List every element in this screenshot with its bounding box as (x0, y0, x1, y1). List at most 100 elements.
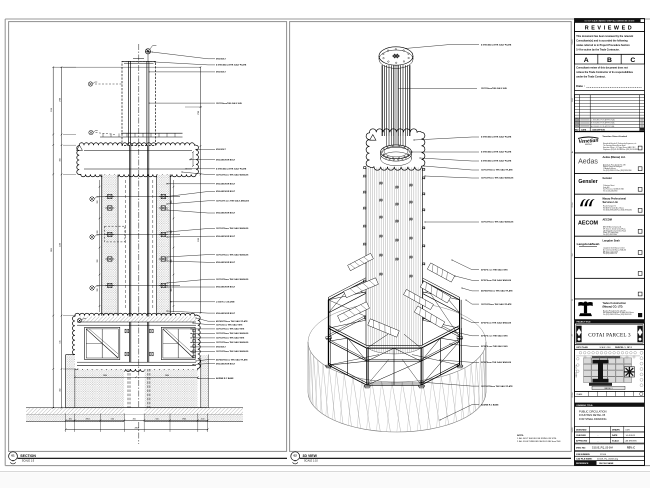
svg-text:relieve the Trade Contracto: relieve the Trade Contractor of its resp… (576, 71, 633, 74)
svg-text:50*50*6 mm THK GALV SHS: 50*50*6 mm THK GALV SHS (481, 335, 508, 338)
svg-text:DO NOT SCALE DRAWING. VERIFY A: DO NOT SCALE DRAWING. VERIFY ALL DIMENSI… (585, 20, 636, 23)
svg-text:39: 39 (572, 299, 574, 301)
svg-text:150*150mmTHK GALV SHS: 150*150mmTHK GALV SHS (481, 87, 507, 90)
svg-text:REV: C: REV: C (627, 446, 635, 449)
svg-text:DESCRIPTION: DESCRIPTION (593, 129, 606, 131)
svg-text:C: C (630, 57, 635, 64)
svg-text:120*120*6mm THK GALV ANGLES: 120*120*6mm THK GALV ANGLES (216, 173, 249, 176)
svg-text:450*450*50mm THK GALV PLATE: 450*450*50mm THK GALV PLATE (216, 358, 248, 361)
svg-text:120*120mm THK GALV SHS: 120*120mm THK GALV SHS (216, 323, 243, 326)
svg-text:2100: 2100 (59, 243, 61, 247)
svg-text:1. ALL BOLT SHOULD BE FIXING: 1. ALL BOLT SHOULD BE FIXING ON SITE. (517, 437, 557, 440)
svg-text:120*120*6mm THK GALV ANGLES: 120*120*6mm THK GALV ANGLES (216, 350, 249, 353)
svg-text:Tel: (853) 2843-1143 Fax: (85: Tel: (853) 2843-1143 Fax: (853) 2843-114… (603, 314, 632, 316)
svg-text:KEY PLAN: KEY PLAN (577, 346, 588, 349)
svg-text:LWO: LWO (626, 429, 631, 431)
svg-text:500: 500 (111, 418, 114, 420)
svg-text:M16 ANCHOR BOLT: M16 ANCHOR BOLT (216, 158, 236, 161)
svg-text:394: 394 (572, 254, 574, 257)
svg-text:2100: 2100 (198, 238, 200, 242)
svg-text:4 SHS 450mmTHK GALV PLATE: 4 SHS 450mmTHK GALV PLATE (216, 64, 247, 67)
svg-text:120*120*6mm THK GALV SHS: 120*120*6mm THK GALV SHS (216, 328, 245, 331)
svg-text:120*120*50mm THK GALV PLATE: 120*120*50mm THK GALV PLATE (481, 385, 513, 388)
svg-text:2864: 2864 (103, 375, 107, 377)
svg-text:1964: 1964 (182, 418, 186, 420)
svg-text:M16 BOLT: M16 BOLT (216, 347, 227, 349)
svg-text:05394: 05394 (572, 203, 574, 208)
svg-text:120*120*6mm THK GALV SHS: 120*120*6mm THK GALV SHS (216, 337, 245, 340)
svg-text:This document has been rev: This document has been reviewed by the r… (576, 35, 633, 38)
svg-text:368: 368 (59, 158, 61, 161)
svg-text:NOTE:: NOTE: (517, 435, 524, 437)
svg-text:M16 BOLT: M16 BOLT (216, 72, 227, 74)
svg-text:M16 BOLT: M16 BOLT (216, 59, 227, 61)
svg-text:39408: 39408 (572, 428, 574, 433)
svg-text:SCALE 1:10: SCALE 1:10 (304, 460, 318, 463)
svg-text:120*120*6mm THK GALV PLATE: 120*120*6mm THK GALV PLATE (481, 303, 512, 306)
svg-text:AS SHOWN: AS SHOWN (626, 440, 637, 443)
svg-text:COTAI PARCEL 3: COTAI PARCEL 3 (588, 332, 631, 338)
svg-text:400: 400 (133, 418, 136, 420)
svg-text:Aedas (Macau) Ltd.: Aedas (Macau) Ltd. (603, 156, 626, 159)
svg-text:120*120*6mm THK GALV ANGLES: 120*120*6mm THK GALV ANGLES (481, 221, 514, 224)
svg-text:120*120*50mm THK GALV PLATE: 120*120*50mm THK GALV PLATE (481, 169, 513, 172)
svg-text:3943: 3943 (572, 98, 574, 102)
svg-text:50*50*6 mm THK GALV SHS: 50*50*6 mm THK GALV SHS (481, 268, 508, 271)
svg-text:SCALE: SCALE (612, 440, 619, 443)
svg-text:2864: 2864 (135, 427, 139, 429)
svg-text:Langdon&Seah: Langdon&Seah (577, 242, 600, 246)
svg-text:Ae: Ae (571, 151, 574, 153)
svg-text:DRAWING TITLE:: DRAWING TITLE: (577, 404, 594, 407)
svg-text:M16 ANCHOR BOLT: M16 ANCHOR BOLT (216, 183, 236, 186)
svg-text:05394: 05394 (572, 393, 574, 398)
svg-text:M16 ANCHOR BOLT: M16 ANCHOR BOLT (216, 286, 236, 289)
svg-text:Tel: (853) 2833-1113 Fax: (85: Tel: (853) 2833-1113 Fax: (853) 2833-199… (603, 170, 632, 172)
svg-text:Gensler: Gensler (578, 179, 597, 185)
svg-text:4 SHS 450mmTHK GALV PLATE: 4 SHS 450mmTHK GALV PLATE (481, 136, 512, 139)
svg-text:DWG NO:: DWG NO: (576, 447, 586, 449)
svg-text:Consultant review of this: Consultant review of this document does … (576, 67, 628, 70)
svg-text:PARCEL 3: PARCEL 3 (605, 387, 613, 390)
svg-text:400: 400 (201, 418, 204, 420)
svg-text:Aedas: Aedas (578, 158, 598, 165)
svg-text:A ISSUED FOR APPROVAL: A ISSUED FOR APPROVAL (591, 125, 615, 128)
svg-text:DATE: DATE (581, 128, 587, 131)
svg-text:Date :: Date : (576, 84, 585, 88)
svg-text:M16 ANCHOR BOLT: M16 ANCHOR BOLT (216, 261, 236, 264)
svg-text:53943: 53943 (572, 40, 574, 45)
svg-text:50*50*6mm THK GALV ANGLES: 50*50*6mm THK GALV ANGLES (481, 279, 512, 282)
svg-text:120*120*6mm THK GALV ANGLES: 120*120*6mm THK GALV ANGLES (216, 227, 249, 230)
svg-text:120*120*6mm THK GALV ANGLES: 120*120*6mm THK GALV ANGLES (216, 341, 249, 344)
svg-text:450*450*50mm THK GALV PLATE: 450*450*50mm THK GALV PLATE (216, 320, 248, 323)
svg-text:DATE: DATE (612, 434, 618, 437)
svg-text:2156: 2156 (51, 108, 53, 112)
svg-text:DRAWN: DRAWN (612, 428, 620, 431)
svg-text:FOUNTAIN DETAIL 05: FOUNTAIN DETAIL 05 (579, 413, 606, 417)
svg-text:M16 ANCHOR BOLT: M16 ANCHOR BOLT (216, 312, 236, 315)
svg-text:ADDME R.C BASE: ADDME R.C BASE (481, 403, 499, 406)
svg-text:(Macau) CO. LTD.: (Macau) CO. LTD. (603, 306, 624, 309)
svg-text:REFERENCE: REFERENCE (576, 463, 589, 465)
svg-text:APPROVED: APPROVED (576, 440, 588, 443)
svg-text:M16 ANCHOR BOLT: M16 ANCHOR BOLT (216, 212, 236, 215)
svg-text:PHASE: PHASE (577, 393, 584, 396)
svg-text:Rua de Xangai 175: Rua de Xangai 175 (603, 206, 616, 208)
svg-text:02: 02 (294, 454, 298, 458)
svg-text:5.4 for action by the Tra: 5.4 for action by the Trade Contractor. (576, 49, 620, 52)
svg-text:Gensler: Gensler (603, 177, 612, 180)
svg-text:PARCEL 1, OF 2: PARCEL 1, OF 2 (615, 346, 632, 349)
svg-text:4 SHS 450mmTHK GALV PLATE: 4 SHS 450mmTHK GALV PLATE (481, 151, 512, 154)
svg-text:PUBLIC CIRCULATION: PUBLIC CIRCULATION (579, 410, 607, 414)
svg-text:Tel: (853) 2878-6283 Fax: (85: Tel: (853) 2878-6283 Fax: (853) 2878-628… (603, 209, 632, 211)
svg-text:SECTION: SECTION (20, 454, 36, 458)
svg-text:under the Trade Contract.: under the Trade Contract. (576, 75, 606, 78)
svg-text:M16 ANCHOR BOLT: M16 ANCHOR BOLT (216, 235, 236, 238)
svg-text:450*450*50mm THK GALV PLATE: 450*450*50mm THK GALV PLATE (481, 290, 513, 293)
svg-text:Services Ltd.: Services Ltd. (603, 201, 619, 204)
svg-text:Telephone: (853) 81-18-2888 F: Telephone: (853) 81-18-2888 Fax: (853) 8… (603, 149, 638, 151)
svg-text:M16 ANCHOR BOLT: M16 ANCHOR BOLT (216, 362, 236, 365)
svg-text:FOR STEEL DRAWING: FOR STEEL DRAWING (579, 417, 606, 421)
svg-text:50*50*6mm THK GALV ANGLES: 50*50*6mm THK GALV ANGLES (481, 321, 512, 324)
svg-text:M16 BOLT: M16 BOLT (216, 149, 227, 151)
svg-text:DESIGNED: DESIGNED (576, 429, 587, 431)
